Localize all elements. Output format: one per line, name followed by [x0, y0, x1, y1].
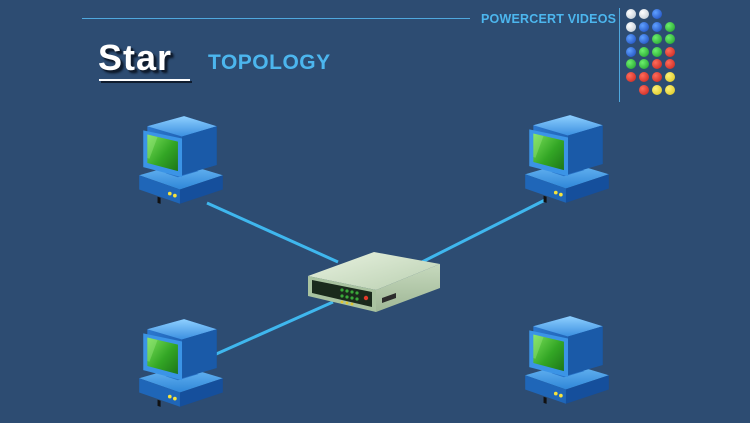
dot-blue: [652, 9, 662, 19]
dot-green: [626, 59, 636, 70]
dot-green: [665, 34, 675, 45]
dot-blue: [626, 34, 636, 45]
hub-switch: [308, 252, 440, 312]
desktop-computer-icon: [139, 116, 223, 204]
title-underline: [99, 79, 190, 81]
dot-blue: [652, 21, 662, 32]
cable-top-right: [421, 198, 546, 264]
header-divider: [619, 8, 620, 102]
desktop-computer-icon: [525, 316, 609, 404]
header-rule: [82, 18, 470, 19]
dot-white: [626, 9, 636, 19]
desktop-computer-icon: [139, 319, 223, 407]
dot-green: [652, 34, 662, 45]
dot-green: [639, 59, 649, 70]
dot-yellow: [665, 84, 675, 95]
cable-bottom-left: [213, 300, 334, 357]
desktop-computer-icon: [525, 115, 609, 203]
computer-top-left: [139, 116, 223, 204]
dot-red: [652, 72, 662, 82]
dot-white: [626, 21, 636, 32]
dot-red: [639, 72, 649, 82]
title-star: Star: [98, 37, 173, 78]
network-hub-icon: [308, 252, 440, 312]
dot-blue: [639, 21, 649, 32]
dot-red: [665, 59, 675, 70]
computer-bottom-right: [525, 316, 609, 404]
brand-label: POWERCERT VIDEOS: [481, 12, 617, 26]
computer-bottom-left: [139, 319, 223, 407]
dot-green: [639, 46, 649, 57]
dot-red: [665, 46, 675, 57]
dot-green: [652, 46, 662, 57]
dot-white: [639, 9, 649, 19]
network-cables: [206, 198, 546, 357]
dot-yellow: [652, 84, 662, 95]
dot-blue: [626, 46, 636, 57]
dot-red: [626, 72, 636, 82]
dot-green: [665, 21, 675, 32]
dot-blue: [639, 34, 649, 45]
dot-red: [639, 84, 649, 95]
title-topology: TOPOLOGY: [208, 51, 331, 74]
dot-yellow: [665, 72, 675, 82]
dot-red: [652, 59, 662, 70]
computer-top-right: [525, 115, 609, 203]
dot-matrix-logo: [626, 9, 682, 99]
cable-top-left: [206, 201, 339, 264]
